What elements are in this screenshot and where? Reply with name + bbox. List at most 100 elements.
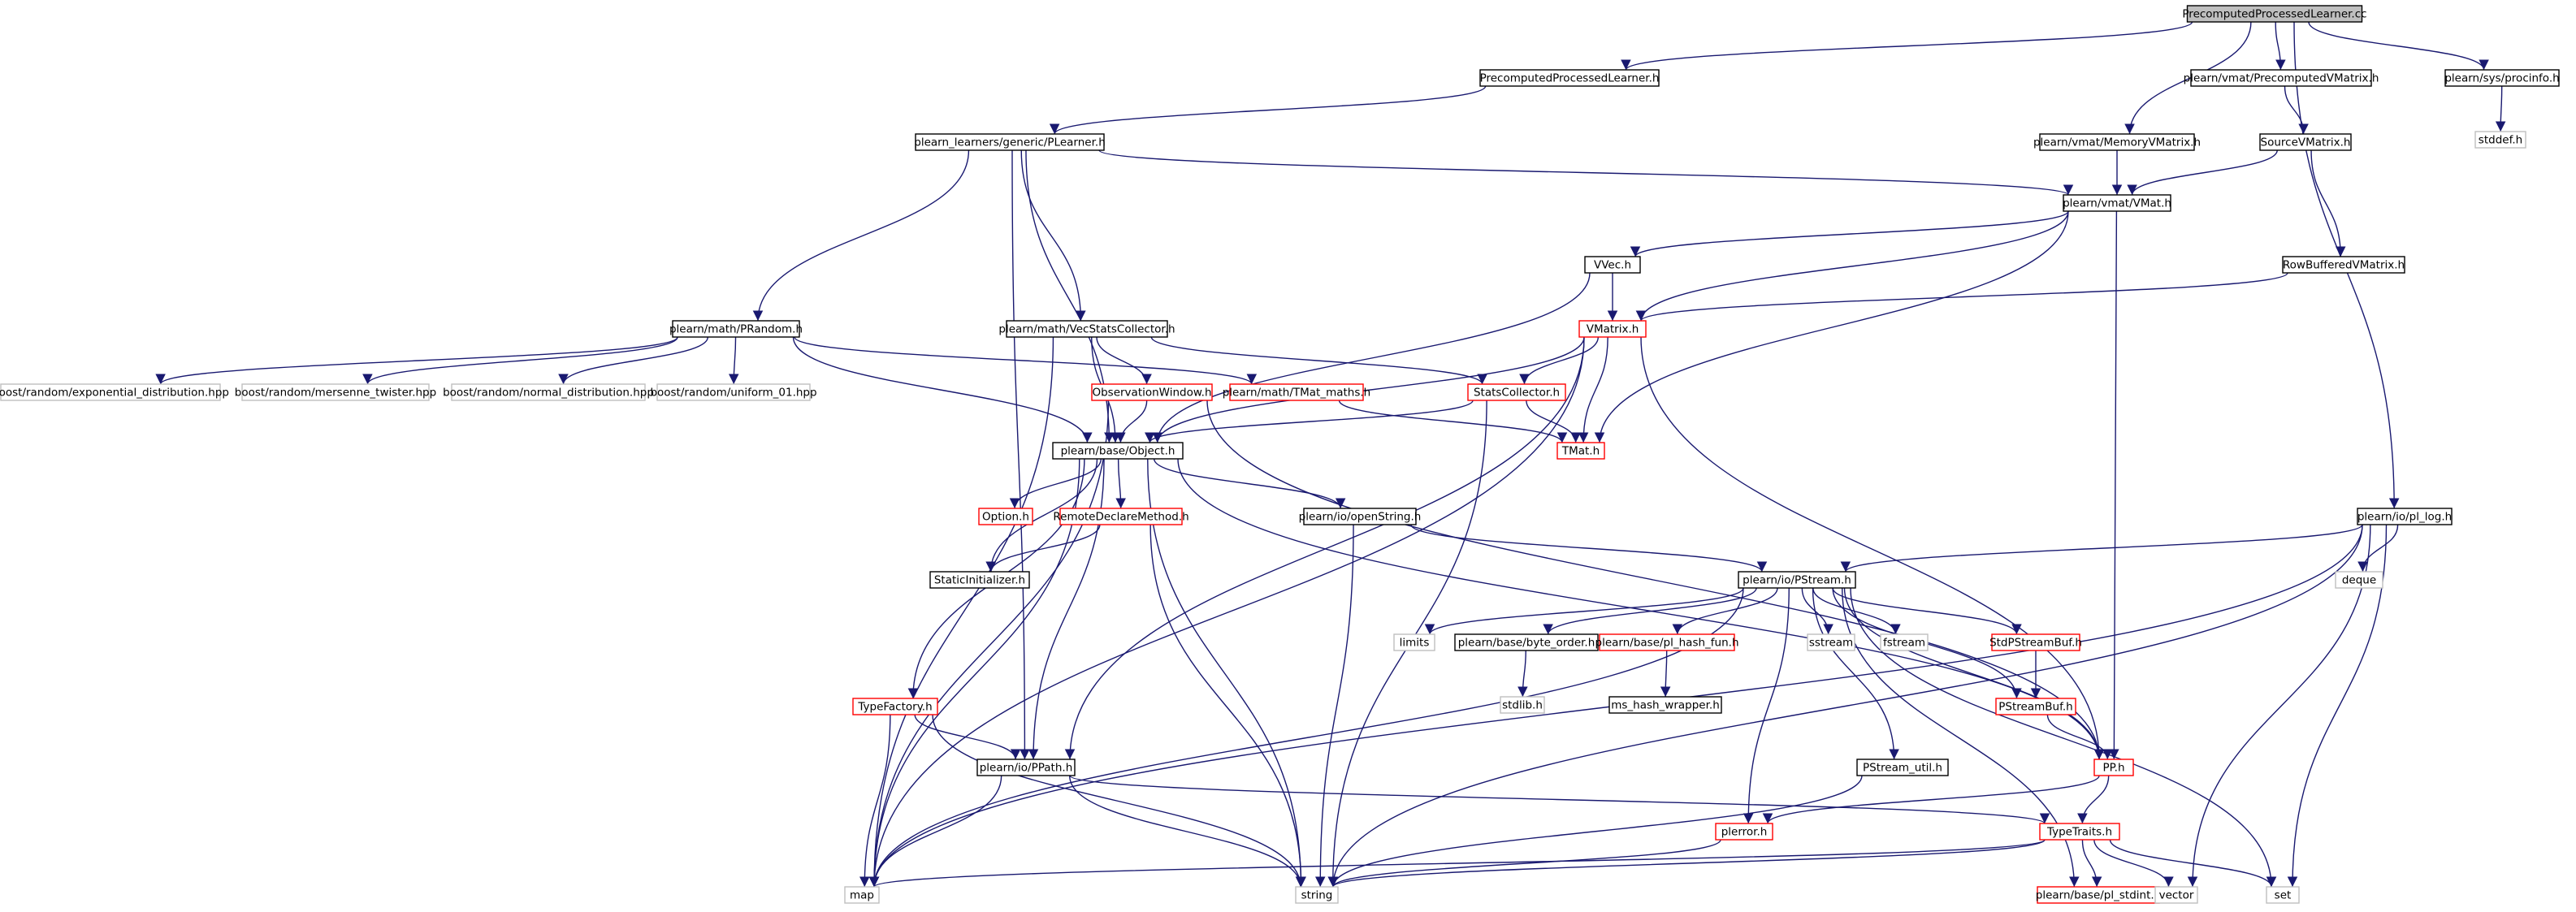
node-vmat_h[interactable]: plearn/vmat/VMat.h — [2063, 194, 2171, 212]
node-staticinit_h[interactable]: StaticInitializer.h — [929, 571, 1030, 589]
node-statscol_h[interactable]: StatsCollector.h — [1467, 383, 1566, 401]
edge-plearner_h-to-ppath_h — [1011, 149, 1030, 760]
node-box — [1467, 383, 1566, 401]
node-label: plearn/io/openString.h — [1299, 511, 1422, 524]
node-box — [2039, 823, 2120, 841]
edge-typefactory_h-to-string — [932, 714, 1306, 888]
edge-pstream_h-to-hashfun_h — [1672, 587, 1778, 635]
node-limits: limits — [1393, 633, 1435, 651]
node-stddef_h: stddef.h — [2474, 131, 2526, 149]
node-label: ms_hash_wrapper.h — [1611, 699, 1720, 712]
node-vecstats_h[interactable]: plearn/math/VecStatsCollector.h — [998, 320, 1175, 338]
node-byteorder_h[interactable]: plearn/base/byte_order.h — [1454, 633, 1599, 651]
node-fstream: fstream — [1880, 633, 1929, 651]
node-stdpsbuf_h[interactable]: StdPStreamBuf.h — [1989, 633, 2082, 651]
node-box — [2444, 69, 2560, 87]
edge-ppath_h-to-map — [868, 775, 1002, 888]
node-stdlib_h: stdlib.h — [1500, 696, 1545, 714]
node-label: TMat.h — [1561, 445, 1600, 458]
node-srcvm_h[interactable]: SourceVMatrix.h — [2259, 133, 2352, 151]
node-pcvm_h[interactable]: plearn/vmat/PrecomputedVMatrix.h — [2184, 69, 2379, 87]
edge-prandom_h-to-boost_exp — [155, 336, 678, 385]
node-object_h[interactable]: plearn/base/Object.h — [1052, 442, 1184, 460]
edge-pllog_h-to-pstream_h — [1840, 524, 2363, 573]
node-openstr_h[interactable]: plearn/io/openString.h — [1299, 508, 1422, 525]
node-plerror_h[interactable]: plerror.h — [1715, 823, 1773, 841]
edge-obswin_h-to-map — [868, 400, 1110, 888]
node-boost_uni: boost/random/uniform_01.hpp — [650, 383, 817, 401]
node-label: PrecomputedProcessedLearner.h — [1480, 72, 1660, 85]
node-hashfun_h[interactable]: plearn/base/pl_hash_fun.h — [1595, 633, 1739, 651]
edge-plearner_h-to-vecstats_h — [1020, 149, 1086, 322]
node-deque: deque — [2335, 571, 2383, 589]
node-typetraits_h[interactable]: TypeTraits.h — [2039, 823, 2120, 841]
edge-typetraits_h-to-string — [1328, 839, 2046, 888]
edge-pstream_h-to-plerror_h — [1743, 587, 1790, 824]
node-box — [672, 320, 800, 338]
edge-prandom_h-to-tmatmaths_h — [794, 336, 1257, 385]
node-pllog_h[interactable]: plearn/io/pl_log.h — [2357, 508, 2453, 525]
node-label: plearn/io/pl_log.h — [2357, 511, 2452, 524]
node-box — [2063, 194, 2171, 212]
edge-pp_h-to-typetraits_h — [2077, 775, 2110, 824]
node-vmatrix_h[interactable]: VMatrix.h — [1578, 320, 1647, 338]
node-ppl_h[interactable]: PrecomputedProcessedLearner.h — [1479, 69, 1660, 87]
node-box — [0, 383, 221, 401]
edge-vecstats_h-to-obswin_h — [1096, 336, 1152, 385]
node-label: sstream — [1809, 637, 1853, 650]
nodes-layer: PrecomputedProcessedLearner.ccPrecompute… — [0, 5, 2560, 904]
edge-vvec_h-to-object_h — [1152, 272, 1591, 443]
edge-srcvm_h-to-vmat_h — [2127, 149, 2278, 196]
node-box — [1052, 442, 1184, 460]
node-box — [976, 759, 1076, 776]
node-typefactory_h[interactable]: TypeFactory.h — [852, 698, 938, 715]
edge-object_h-to-openstr_h — [1154, 458, 1346, 509]
node-psutil_h[interactable]: PStream_util.h — [1856, 759, 1949, 776]
node-rowbuf_h[interactable]: RowBufferedVMatrix.h — [2282, 256, 2405, 274]
node-obswin_h[interactable]: ObservationWindow.h — [1091, 383, 1213, 401]
node-label: plearn/sys/procinfo.h — [2444, 72, 2559, 85]
edge-object_h-to-string — [1147, 458, 1306, 888]
node-ppath_h[interactable]: plearn/io/PPath.h — [976, 759, 1076, 776]
edge-remote_h-to-string — [1149, 524, 1307, 888]
node-boost_exp: boost/random/exponential_distribution.hp… — [0, 383, 229, 401]
node-box — [1599, 633, 1735, 651]
node-option_h[interactable]: Option.h — [978, 508, 1033, 525]
edge-vmatrix_h-to-tmat_h — [1578, 336, 1608, 443]
node-box — [978, 508, 1033, 525]
node-prandom_h[interactable]: plearn/math/PRandom.h — [669, 320, 803, 338]
edge-rowbuf_h-to-vmatrix_h — [1636, 272, 2288, 322]
node-label: map — [850, 889, 874, 902]
edge-typetraits_h-to-set — [2109, 839, 2277, 888]
edge-typetraits_h-to-map — [869, 839, 2046, 888]
node-label: PP.h — [2102, 762, 2124, 775]
node-label: plearn/io/PPath.h — [980, 762, 1073, 775]
edge-typefactory_h-to-ppath_h — [914, 714, 1021, 760]
node-plstdint_h[interactable]: plearn/base/pl_stdint.h — [2036, 886, 2161, 904]
node-vvec_h[interactable]: VVec.h — [1584, 256, 1641, 274]
node-psbuf_h[interactable]: PStreamBuf.h — [1995, 698, 2076, 715]
edge-hashfun_h-to-mshash_h — [1660, 650, 1671, 698]
node-plearner_h[interactable]: plearn_learners/generic/PLearner.h — [914, 133, 1106, 151]
node-box — [2154, 886, 2198, 904]
node-box — [1578, 320, 1647, 338]
node-label: plearn/vmat/PrecomputedVMatrix.h — [2184, 72, 2379, 85]
node-pstream_h[interactable]: plearn/io/PStream.h — [1738, 571, 1856, 589]
node-label: plearn/math/TMat_maths.h — [1223, 387, 1371, 400]
edge-typetraits_h-to-plstdint_h — [2081, 839, 2102, 888]
node-memvm_h[interactable]: plearn/vmat/MemoryVMatrix.h — [2033, 133, 2201, 151]
node-label: limits — [1400, 637, 1430, 650]
node-remote_h[interactable]: RemoteDeclareMethod.h — [1053, 508, 1189, 525]
node-tmatmaths_h[interactable]: plearn/math/TMat_maths.h — [1223, 383, 1371, 401]
edge-pcvm_h-to-srcvm_h — [2284, 85, 2309, 135]
node-procinfo_h[interactable]: plearn/sys/procinfo.h — [2444, 69, 2560, 87]
edge-remote_h-to-staticinit_h — [985, 524, 1101, 573]
node-label: vector — [2159, 889, 2194, 902]
node-pp_h[interactable]: PP.h — [2093, 759, 2134, 776]
edge-object_h-to-remote_h — [1115, 458, 1126, 509]
node-root[interactable]: PrecomputedProcessedLearner.cc — [2182, 5, 2367, 23]
node-mshash_h[interactable]: ms_hash_wrapper.h — [1608, 696, 1722, 714]
node-tmat_h[interactable]: TMat.h — [1556, 442, 1605, 460]
edge-psbuf_h-to-pp_h — [2046, 714, 2113, 760]
edge-byteorder_h-to-stdlib_h — [1517, 650, 1528, 698]
